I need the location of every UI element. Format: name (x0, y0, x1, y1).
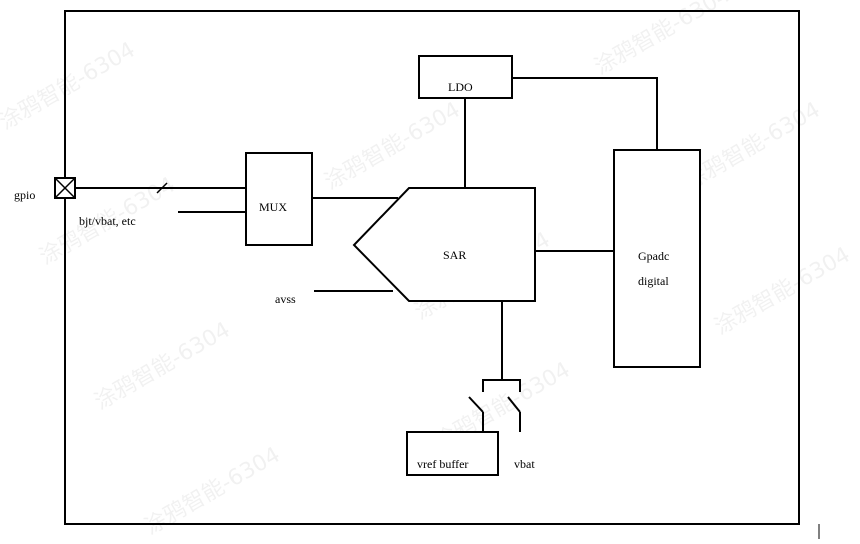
gpadc-digital-block (613, 149, 701, 368)
ldo-to-gpadc-line (512, 77, 658, 150)
bus-slash-mark (156, 182, 168, 194)
vref-buffer-label: vref buffer (417, 457, 468, 471)
switch-vref-icon (468, 396, 484, 413)
watermark: 涂鸦智能-6304 (591, 0, 735, 80)
watermark: 涂鸦智能-6304 (91, 318, 235, 416)
watermark: 涂鸦智能-6304 (0, 38, 140, 136)
gpio-pad-icon (54, 177, 76, 199)
watermark: 涂鸦智能-6304 (711, 243, 855, 341)
watermark: 涂鸦智能-6304 (681, 98, 825, 196)
ldo-label: LDO (448, 80, 473, 94)
gpadc-label-line2: digital (638, 274, 669, 288)
watermark: 涂鸦智能-6304 (321, 98, 465, 196)
sar-block (352, 187, 536, 302)
vbat-label: vbat (514, 457, 535, 471)
ref-split-line (482, 379, 521, 392)
gpadc-label-line1: Gpadc (638, 249, 669, 263)
watermark: 涂鸦智能-6304 (141, 443, 285, 541)
mux-label: MUX (259, 200, 287, 214)
avss-label: avss (275, 292, 296, 306)
vref-buffer-block (406, 431, 499, 476)
mux-block (245, 152, 313, 246)
chip-boundary (64, 10, 800, 525)
gpio-label: gpio (14, 188, 35, 202)
bjt-vbat-label: bjt/vbat, etc (79, 214, 136, 228)
sar-label: SAR (443, 248, 466, 262)
switch-vbat-icon (507, 396, 521, 413)
